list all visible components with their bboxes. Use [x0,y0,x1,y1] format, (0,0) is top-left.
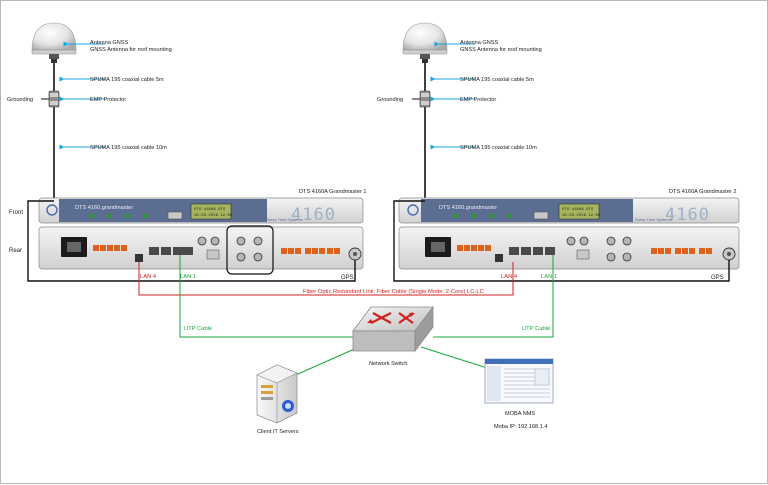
monitor-screenshot-icon [484,358,554,404]
svg-text:Swiss Time Systems: Swiss Time Systems [635,217,672,222]
left-utp-label: UTP Cable [184,326,212,332]
right-lan4-label: LAN 4 [501,274,518,280]
right-system: Antenna GNSS GNSS Antenna for roof mount… [377,22,740,332]
right-lan1-label: LAN 1 [541,274,557,280]
left-front-panel: DTS 4160.grandmaster DTS 4160A DTS 10.03… [38,197,364,225]
right-gps-label: GPS [711,275,724,281]
right-grounding-label: Grounding [377,97,403,103]
left-gps-loop-cable [27,200,356,282]
svg-text:10.03.2016 12:00: 10.03.2016 12:00 [194,214,233,218]
right-antenna-label-1: Antenna GNSS [460,40,499,46]
left-grounding-label: Grounding [7,97,33,103]
left-coax10-label: SPUMA 195 coaxial cable 10m [90,145,167,151]
left-antenna-label-1: Antenna GNSS [90,40,129,46]
left-rear-label: Rear [9,248,22,254]
right-emp-label: EMP Protector [460,97,496,103]
left-sfp-port [135,254,143,262]
gnss-antenna-icon [31,22,77,63]
left-coax5-label: SPUMA 195 coaxial cable 5m [90,77,164,83]
right-antenna-label-2: GNSS Antenna for roof mounting [460,47,542,53]
right-front-panel: DTS 4160.grandmaster DTS 4160A DTS 10.03… [398,197,740,225]
left-utp-cable [179,255,353,338]
emp-protector-icon [41,90,60,108]
left-lan4-label: LAN 4 [140,274,157,280]
svg-text:DTS 4160A DTS: DTS 4160A DTS [562,208,594,212]
emp-protector-icon [412,90,431,108]
right-sfp-port [495,254,503,262]
left-lan1-label: LAN 1 [180,274,196,280]
right-coax10-label: SPUMA 195 coaxial cable 10m [460,145,537,151]
fiber-link-cable [138,262,514,296]
svg-text:10.03.2016 12:00: 10.03.2016 12:00 [562,214,601,218]
right-utp-cable [433,255,554,338]
switch-label: Network Switch [369,361,408,367]
svg-text:DTS 4160.grandmaster: DTS 4160.grandmaster [75,205,133,211]
svg-text:Swiss Time Systems: Swiss Time Systems [266,217,303,222]
left-rear-panel [38,225,364,275]
svg-text:4160: 4160 [665,205,710,225]
nms-label: MOBA NMS [505,411,535,417]
servers-label: Client IT Servers [257,429,299,435]
right-rear-panel [398,226,740,270]
left-antenna-label-2: GNSS Antenna for roof mounting [90,47,172,53]
network-switch-icon [352,305,434,353]
left-gps-label: GPS [341,275,354,281]
svg-text:4160: 4160 [291,205,336,225]
svg-text:DTS 4160A DTS: DTS 4160A DTS [194,208,226,212]
right-utp-label: UTP Cable [522,326,550,332]
left-device-title: DTS 4160A Grandmaster 1 [299,189,366,195]
nms-ip-label: Moba IP: 192.168.1.4 [494,424,548,430]
left-emp-label: EMP Protector [90,97,126,103]
fiber-link-label: Fiber Optic Redundant Link: Fiber Cable … [303,289,484,295]
left-system: Antenna GNSS GNSS Antenna for roof mount… [7,22,366,332]
server-icon [256,364,298,424]
svg-text:DTS 4160.grandmaster: DTS 4160.grandmaster [439,205,497,211]
right-coax5-label: SPUMA 195 coaxial cable 5m [460,77,534,83]
right-device-title: DTS 4160A Grandmaster 2 [669,189,736,195]
server-utp-cable [290,346,360,378]
gnss-antenna-icon [402,22,448,63]
left-highlighted-ports [226,225,274,275]
left-front-label: Front [9,210,23,216]
right-gps-loop-cable [393,200,730,282]
